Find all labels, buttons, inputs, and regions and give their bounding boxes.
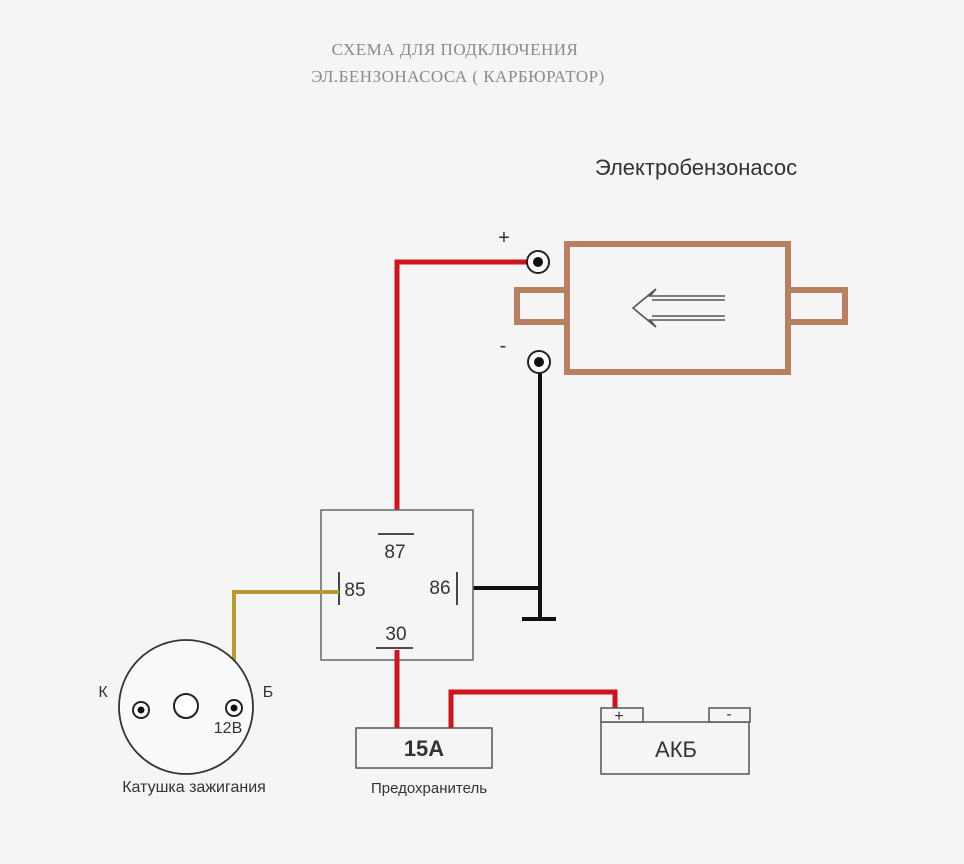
relay-body xyxy=(320,509,474,661)
battery-label: АКБ xyxy=(655,737,697,762)
pump-right-nozzle xyxy=(788,287,848,325)
battery-plus-sign: + xyxy=(614,708,623,725)
relay-pin-86-label: 86 xyxy=(429,578,450,599)
pump-left-nozzle xyxy=(514,287,567,325)
coil-voltage-label: 12В xyxy=(214,720,242,737)
pump-minus-terminal xyxy=(527,350,551,374)
coil-center-terminal xyxy=(173,693,199,719)
relay-pin-85-label: 85 xyxy=(344,580,365,601)
battery: + - АКБ xyxy=(600,706,751,775)
fuse-rating: 15А xyxy=(404,736,444,761)
ignition-coil: К Б 12В xyxy=(98,639,274,775)
pump-plus-terminal xyxy=(526,250,550,274)
coil-terminal-k-label: К xyxy=(98,684,108,701)
pump-plus-sign: + xyxy=(498,227,510,249)
coil-terminal-b xyxy=(225,699,243,717)
fuse-body xyxy=(355,727,493,769)
wire-87-to-pump-plus xyxy=(394,259,537,537)
battery-plus-post xyxy=(600,707,644,723)
flow-arrow-icon xyxy=(631,288,725,328)
coil-terminal-b-label: Б xyxy=(263,684,274,701)
pump-minus-sign: - xyxy=(500,335,507,357)
fuse-label: Предохранитель xyxy=(371,780,487,797)
title-line-2: ЭЛ.БЕНЗОНАСОСА ( КАРБЮРАТОР) xyxy=(311,67,605,86)
title-line-1: СХЕМА ДЛЯ ПОДКЛЮЧЕНИЯ xyxy=(332,40,579,59)
coil-terminal-k xyxy=(132,701,150,719)
fuel-pump xyxy=(514,241,848,375)
relay-pin-87-label: 87 xyxy=(384,542,405,563)
fuse: 15А xyxy=(355,727,493,769)
coil-label: Катушка зажигания xyxy=(122,779,266,796)
battery-minus-sign: - xyxy=(726,706,731,723)
wire-fuse-to-battery-plus xyxy=(448,689,618,729)
relay: 87 85 86 30 xyxy=(320,509,474,661)
battery-minus-post xyxy=(708,707,751,723)
relay-pin-30-label: 30 xyxy=(385,624,406,645)
pump-label: Электробензонасос xyxy=(595,155,797,180)
pump-body xyxy=(564,241,791,375)
battery-body xyxy=(600,721,750,775)
